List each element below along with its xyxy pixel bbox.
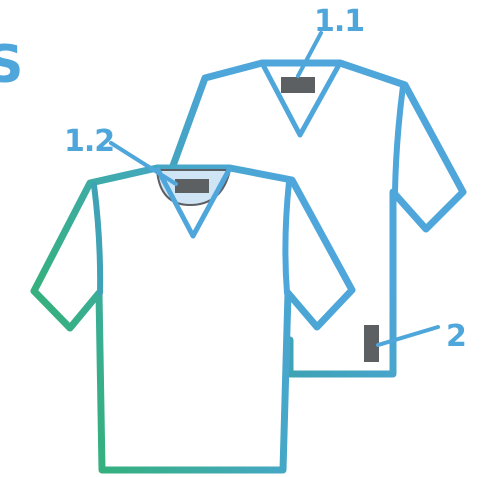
edge-fragment-middle-left: . [0,138,2,198]
callout-label-1-2: 1.2 [64,124,114,159]
callout-label-2: 2 [446,319,466,354]
front-shirt-right-sleeve-seam [285,182,289,293]
label-tag-icon [281,77,315,93]
label-tag-icon [175,179,209,193]
edge-fragment-top-left: S [0,35,23,95]
callout-label-1-1: 1.1 [314,4,364,39]
